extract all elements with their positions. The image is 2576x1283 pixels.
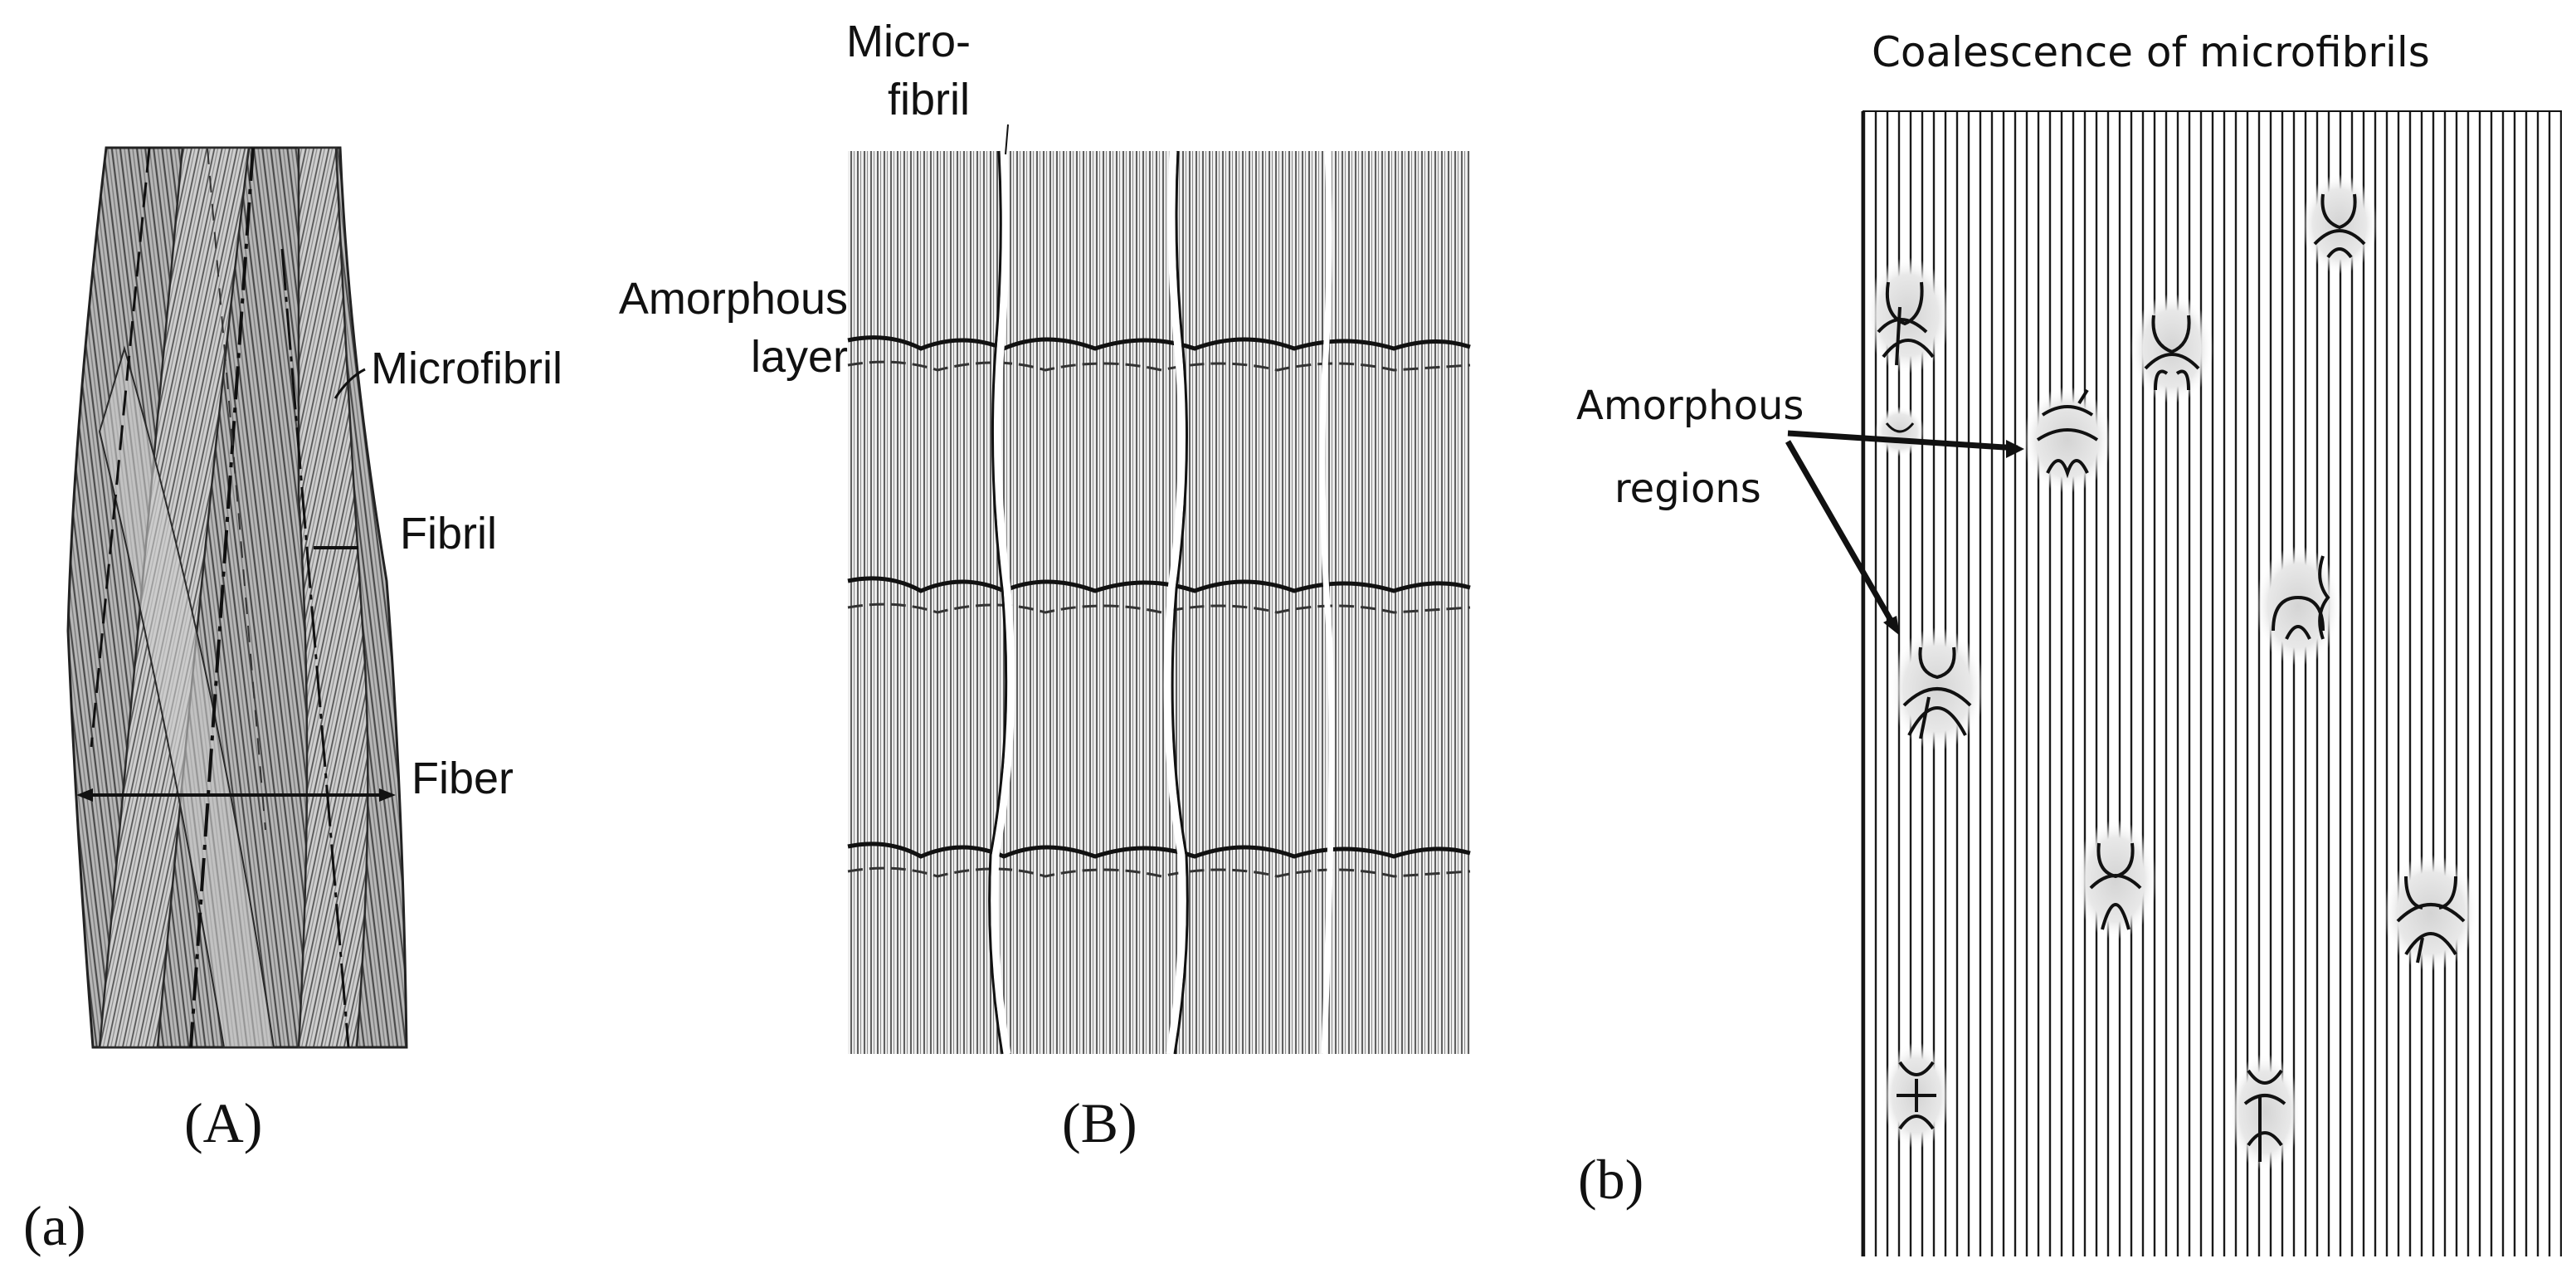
amorphous-layer-2 xyxy=(847,576,1471,593)
label-micro-line2: fibril xyxy=(888,75,970,124)
amorphous-layer-3b xyxy=(847,866,1471,878)
amorphous-region-11 xyxy=(1875,407,1925,456)
amorphous-layer-1 xyxy=(847,335,1471,351)
amorphous-region-10 xyxy=(2228,1054,2301,1170)
amorphous-region-1 xyxy=(1865,257,1951,373)
amorphous-region-2 xyxy=(2301,174,2378,274)
amorphous-region-5 xyxy=(2255,546,2341,666)
fiber-arrow-right-head xyxy=(379,788,396,802)
fiber-arrow-left-head xyxy=(76,788,93,802)
caption-A: (A) xyxy=(184,1091,262,1154)
panel-tag-a: (a) xyxy=(23,1194,85,1257)
coalescence-drawing xyxy=(1861,110,2562,1256)
amorphous-region-3 xyxy=(2130,294,2213,403)
label-microfibril: Microfibril xyxy=(371,344,562,393)
label-amorphous-line2: layer xyxy=(751,332,848,382)
microfibril-block xyxy=(848,151,1470,1054)
amorphous-region-4 xyxy=(2023,387,2112,493)
amorphous-layer-3 xyxy=(847,842,1471,859)
panel-b-title: Coalescence of microfibrils xyxy=(1872,28,2430,76)
caption-B: (B) xyxy=(1062,1091,1137,1154)
fibril-strand-3 xyxy=(98,345,275,1048)
amorphous-pointer-2 xyxy=(1785,440,1898,629)
fibril-boundary-4 xyxy=(207,147,266,831)
label-amorphous-regions-line1: Amorphous xyxy=(1576,383,1804,429)
amorphous-layer-1b xyxy=(847,360,1471,372)
micro-fibril-pointer xyxy=(1005,124,1009,155)
amorphous-region-9 xyxy=(1882,1042,1951,1149)
amorphous-pointer-2-head xyxy=(1883,616,1900,636)
fibril-gap-3 xyxy=(1319,150,1335,1055)
fibril-boundary-3 xyxy=(280,248,350,1048)
fibril-gap-2 xyxy=(1163,150,1186,1055)
amorphous-region-8 xyxy=(2383,855,2479,971)
amorphous-layer-2b xyxy=(847,602,1471,614)
amorphous-region-6 xyxy=(1889,627,1985,750)
fibril-boundary-2 xyxy=(90,147,151,748)
microfibril-pointer xyxy=(334,368,366,399)
amorphous-pointer-1 xyxy=(1787,430,2018,451)
fibril-strand-2 xyxy=(297,146,369,1049)
label-amorphous-line1: Amorphous xyxy=(619,274,848,324)
label-micro-line1: Micro- xyxy=(846,17,971,66)
fibril-gap-1 xyxy=(991,150,1015,1055)
fibril-gap-2-edge xyxy=(1171,150,1189,1055)
label-fibril: Fibril xyxy=(400,509,497,559)
fiber-drawing xyxy=(66,146,408,1049)
fibril-gap-1-edge xyxy=(988,150,1008,1055)
fibril-boundary-1 xyxy=(189,147,255,1048)
amorphous-region-7 xyxy=(2074,820,2157,939)
label-fiber: Fiber xyxy=(411,754,514,803)
amorphous-pointer-1-head xyxy=(2006,440,2024,458)
panel-tag-b: (b) xyxy=(1578,1148,1643,1211)
label-amorphous-regions-line2: regions xyxy=(1614,466,1761,512)
microfibril-arrangement xyxy=(847,150,1471,1055)
